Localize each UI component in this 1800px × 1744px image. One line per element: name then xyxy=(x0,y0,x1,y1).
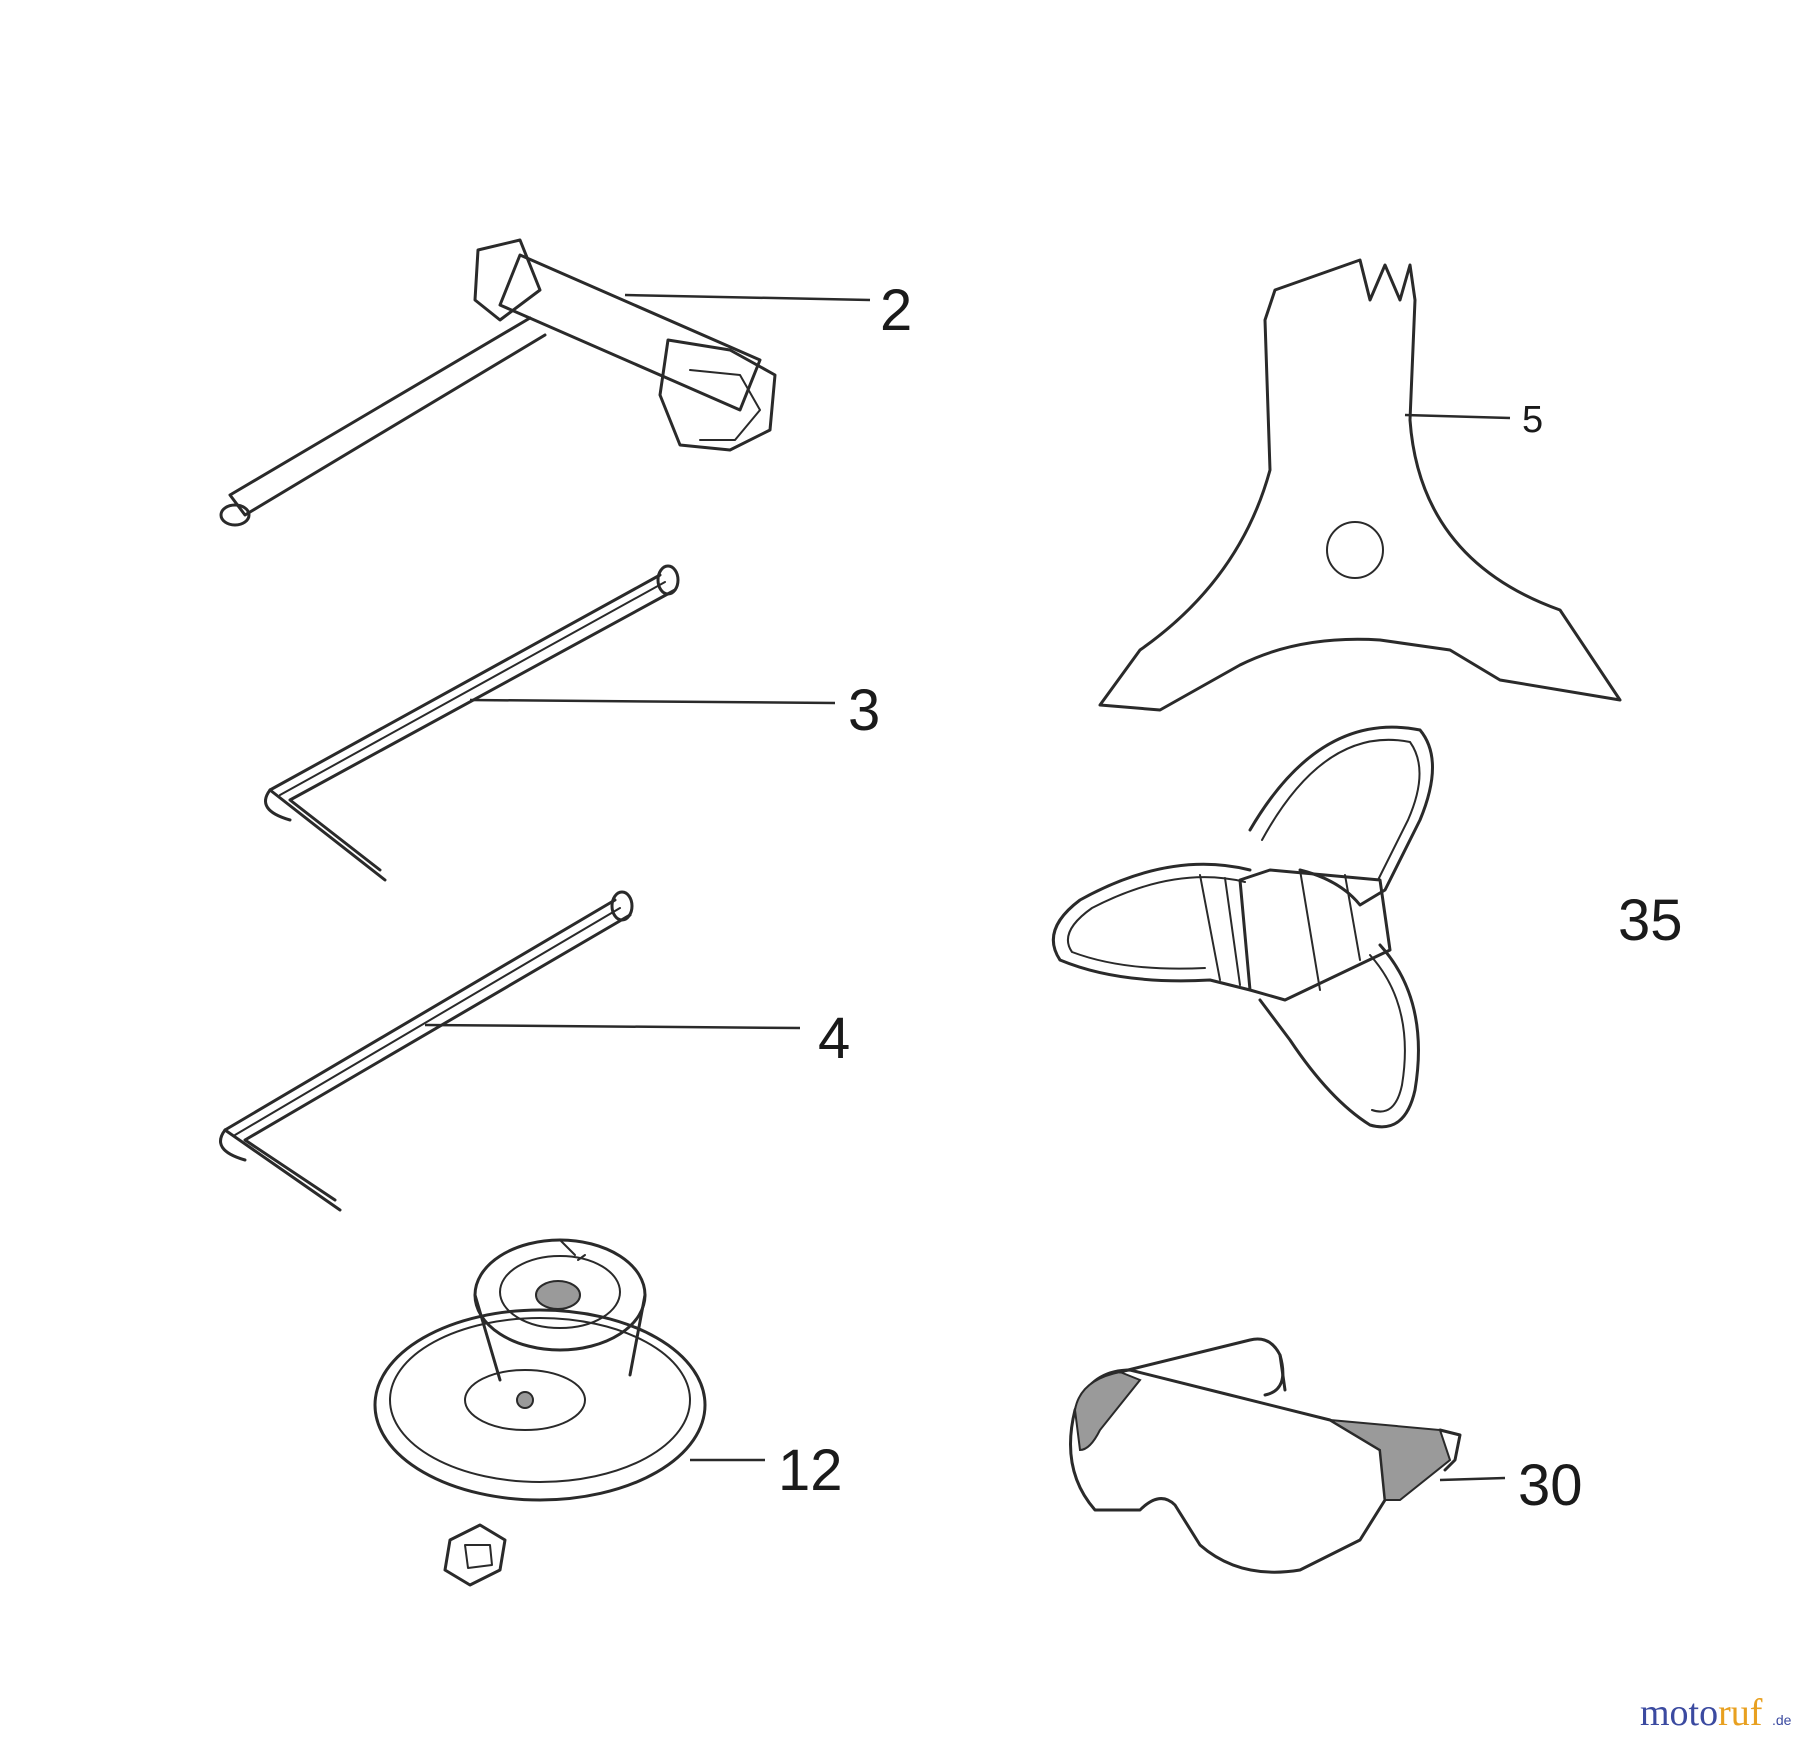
callout-3: 3 xyxy=(848,678,880,743)
part-35-guard xyxy=(1051,725,1434,1129)
watermark-tld: .de xyxy=(1772,1712,1792,1728)
callout-35: 35 xyxy=(1618,888,1683,953)
part-30-safety-goggles xyxy=(1069,1337,1462,1574)
part-3-hex-key xyxy=(264,564,680,882)
leader-3 xyxy=(469,698,836,705)
callout-5: 5 xyxy=(1522,399,1543,441)
svg-text:motoruf: motoruf xyxy=(1640,1692,1763,1734)
leader-lines xyxy=(424,293,1511,1482)
watermark-logo: motoruf .de xyxy=(1640,1692,1792,1734)
part-12-nut xyxy=(443,1523,507,1587)
callout-2: 2 xyxy=(880,278,912,343)
part-5-three-tooth-blade xyxy=(1098,258,1622,712)
leader-2 xyxy=(624,293,871,302)
callout-12: 12 xyxy=(778,1438,843,1503)
leader-5 xyxy=(1404,413,1511,420)
leader-30 xyxy=(1439,1476,1506,1482)
callout-4: 4 xyxy=(818,1006,850,1071)
leader-4 xyxy=(424,1023,801,1030)
watermark-part1: moto xyxy=(1640,1692,1718,1734)
part-12-trimmer-head xyxy=(373,1238,707,1587)
part-4-hex-key xyxy=(219,890,634,1212)
callout-30: 30 xyxy=(1518,1453,1583,1518)
part-2-socket-wrench xyxy=(219,238,777,527)
watermark-part2: ruf xyxy=(1718,1692,1763,1734)
